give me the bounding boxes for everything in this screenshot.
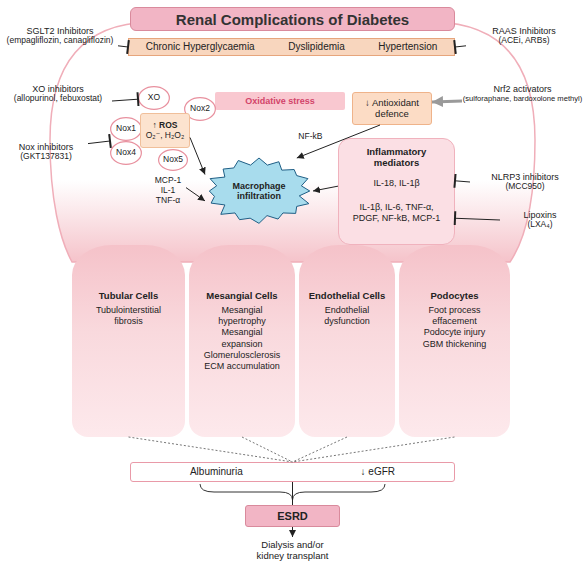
process-box: ↑ ROSO₂⁻, H₂O₂: [140, 113, 190, 148]
node-text: RAAS Inhibitors: [492, 26, 556, 36]
circle-outline: [159, 150, 188, 171]
node-text: Foot process effacement Podocyte injury …: [413, 305, 496, 350]
cell-type-lobe: PodocytesFoot process effacement Podocyt…: [399, 245, 510, 437]
node-text: (allopurinol, febuxostat): [14, 94, 102, 104]
arrow-connector: [190, 138, 205, 175]
node-text: Lipoxins: [523, 210, 556, 220]
dotted-connector: [293, 437, 455, 462]
node-text: ↑ ROS: [152, 121, 177, 131]
node-text: Tubular Cells: [99, 291, 158, 302]
edge-label: NF-kB: [298, 131, 322, 141]
node-text: SGLT2 Inhibitors: [27, 26, 94, 36]
node-text: (GKT137831): [20, 152, 72, 162]
node-text: (MCC950): [505, 182, 544, 192]
outcome-box: Albuminuria ↓ eGFR: [130, 462, 455, 482]
outcome-box: ESRD: [245, 505, 340, 527]
treatment-label: Dialysis and/or kidney transplant: [242, 537, 343, 565]
star-outline: [209, 158, 309, 223]
inhibition-connector: [112, 99, 138, 101]
node-text: (empagliflozin, canagliflozin): [7, 36, 114, 46]
risk-factor-band: Chronic Hyperglycaemia Dyslipidemia Hypert…: [128, 38, 455, 56]
inhibitor-label: Lipoxins(LXA₄): [500, 206, 580, 234]
circle-outline: [111, 142, 142, 165]
title-box: Renal Complications of Diabetes: [130, 7, 455, 31]
node-text: XO: [148, 93, 160, 103]
kidney-outline: [50, 22, 535, 262]
node-text: ESRD: [277, 510, 308, 523]
enzyme-circle: Nox4: [110, 141, 142, 165]
inhibitor-label: XO inhibitors(allopurinol, febuxostat): [4, 80, 112, 108]
node-text: Inflammatory mediators: [360, 147, 434, 169]
node-text: ↓ eGFR: [361, 466, 395, 478]
node-text: Oxidative stress: [245, 96, 315, 106]
dotted-connector: [242, 437, 293, 462]
inhibitor-label: SGLT2 Inhibitors(empagliflozin, canaglif…: [2, 22, 118, 50]
dotted-connector: [293, 437, 348, 462]
node-text: Endothelial Cells: [309, 291, 386, 302]
node-text: Endothelial dysfunction: [313, 305, 381, 328]
enzyme-circle: Nox1: [110, 117, 142, 141]
node-text: NLRP3 inhibitors: [491, 172, 559, 182]
enzyme-circle: Nox5: [158, 149, 188, 171]
node-text: O₂⁻, H₂O₂: [146, 131, 184, 141]
node-text: MCP-1 IL-1 TNF-α: [150, 176, 186, 205]
circle-outline: [139, 87, 170, 110]
arrow-connector: [297, 125, 380, 158]
inhibitor-label: RAAS Inhibitors(ACEi, ARBs): [466, 22, 582, 50]
node-text: IL-1β, IL-6, TNF-α, PDGF, NF-kB, MCP-1: [347, 202, 447, 223]
arrow-connector: [432, 100, 462, 104]
node-text: Nrf2 activators: [493, 84, 551, 94]
node-text: IL-18, IL-1β: [373, 178, 419, 188]
node-text: Nox4: [116, 148, 136, 158]
node-text: Mesangial hypertrophy Mesangial expansio…: [203, 305, 281, 373]
node-text: Dialysis and/or kidney transplant: [248, 540, 338, 562]
cell-type-lobe: Tubular CellsTubulointerstitial fibrosis: [72, 245, 185, 437]
node-text: Mesangial Cells: [206, 291, 277, 302]
inhibitor-label: Nrf2 activators(sulforaphane, bardoxolon…: [462, 80, 583, 108]
node-text: Tubulointerstitial fibrosis: [86, 305, 171, 328]
node-text: Podocytes: [430, 291, 478, 302]
node-text: Nox5: [163, 155, 183, 165]
node-text: Nox inhibitors: [19, 142, 74, 152]
node-text: Albuminuria: [190, 466, 243, 478]
inhibitor-label: NLRP3 inhibitors(MCC950): [470, 168, 580, 196]
node-text: Chronic Hyperglycaemia: [146, 41, 255, 53]
section-box: Oxidative stress: [215, 92, 345, 110]
cell-type-lobe: Mesangial CellsMesangial hypertrophy Mes…: [189, 245, 295, 437]
arrow-connector: [313, 186, 338, 191]
node-text: Nox2: [190, 104, 210, 114]
inhibitor-label: Nox inhibitors(GKT137831): [4, 138, 88, 166]
inhibition-connector: [88, 141, 110, 144]
curly-bracket: [200, 484, 385, 500]
inhibition-connector: [455, 181, 470, 182]
node-text: ↓ Antioxidant defence: [357, 98, 427, 120]
inhibition-connector: [455, 46, 466, 47]
node-text: Nox1: [116, 124, 136, 134]
node-text: (sulforaphane, bardoxolone methyl): [463, 95, 582, 104]
enzyme-circle: XO: [138, 86, 170, 110]
node-text: (LXA₄): [527, 220, 552, 230]
node-text: Dyslipidemia: [288, 41, 345, 53]
diagram-title: Renal Complications of Diabetes: [176, 11, 409, 28]
cytokine-label: MCP-1 IL-1 TNF-α: [150, 174, 186, 208]
arrow-connector: [292, 482, 293, 505]
node-text: (ACEi, ARBs): [498, 36, 549, 46]
arrow-connector: [292, 527, 293, 537]
cell-type-lobe: Endothelial CellsEndothelial dysfunction: [299, 245, 395, 437]
arrow-connector: [186, 188, 205, 201]
macrophage-star: Macrophage infiltration: [205, 158, 313, 224]
dotted-connector: [129, 437, 293, 462]
circle-outline: [111, 118, 142, 141]
mediator-box: Inflammatory mediatorsIL-18, IL-1βIL-1β,…: [338, 138, 455, 245]
process-box: ↓ Antioxidant defence: [352, 92, 432, 125]
node-text: Hypertension: [378, 41, 437, 53]
node-text: Macrophage infiltration: [223, 181, 295, 202]
inhibition-connector: [118, 46, 128, 47]
node-text: XO inhibitors: [32, 84, 84, 94]
inhibition-connector: [455, 218, 500, 220]
